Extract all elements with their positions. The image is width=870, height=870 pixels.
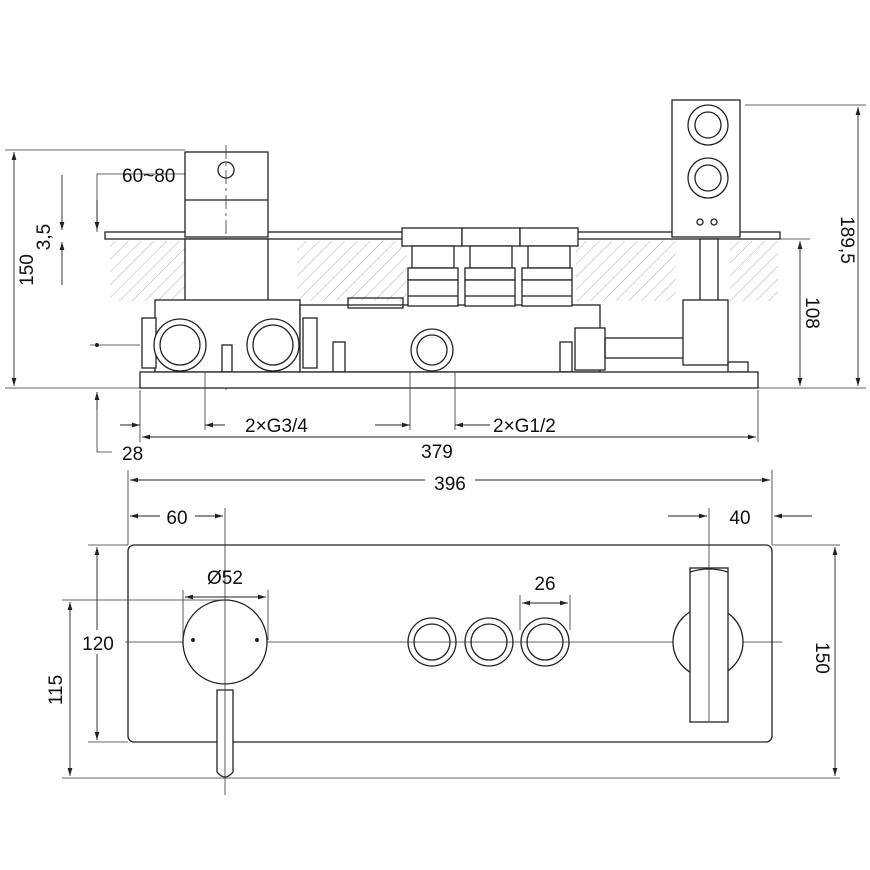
dim-adjust: 60~80 [122,166,175,187]
side-view: 150 3,5 60~80 28 189,5 108 [5,99,866,465]
dim-body-length: 379 [421,442,453,463]
dim-button-diameter: 26 [534,574,555,595]
dim-plate-height-inner: 120 [82,634,114,655]
handle [182,560,268,795]
dim-spout-offset: 40 [729,508,750,529]
spout-side [671,99,749,373]
dim-plate: 3,5 [34,224,55,250]
dim-depth: 108 [801,297,822,329]
side-dimensions: 150 3,5 60~80 28 189,5 108 [5,104,866,465]
dim-height-right: 189,5 [836,216,857,264]
dim-outlets: 2×G1/2 [493,416,556,437]
spout-front [672,545,744,723]
diverter-buttons [407,617,570,667]
dim-handle-diameter: Ø52 [207,568,243,589]
dim-inlet: 2×G3/4 [245,416,308,437]
cover-plate [127,544,773,743]
base-plate [139,371,759,389]
front-dimensions: 396 60 40 Ø52 26 120 [46,470,840,779]
dim-total-width: 396 [434,474,466,495]
dim-handle-offset: 60 [166,508,187,529]
valve-stacks [401,227,579,307]
dim-height-left: 150 [17,254,38,286]
front-view: 396 60 40 Ø52 26 120 [46,470,840,795]
dim-offset: 28 [122,444,143,465]
dim-handle-height: 115 [46,675,67,705]
mixer-body [141,297,686,373]
dim-total-height: 150 [811,642,832,674]
wall-hatching [110,241,778,301]
